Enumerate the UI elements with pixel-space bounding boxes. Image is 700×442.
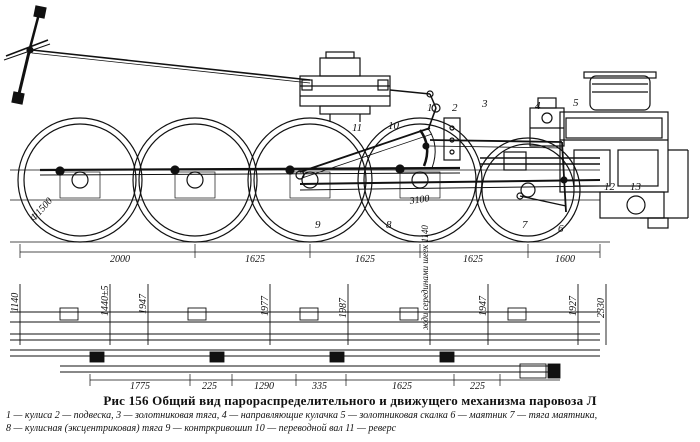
eccentric-rod — [295, 127, 433, 180]
plan-dimension-1625: 1625 — [392, 381, 412, 392]
expansion-link — [418, 103, 441, 169]
figure-caption: Рис 156 Общий вид парораспределительного… — [0, 393, 700, 435]
caption-title: Рис 156 Общий вид парораспределительного… — [103, 393, 597, 408]
rod-length-label: 3100 — [408, 193, 430, 207]
elevation-dimensions: 2000 1625 1625 1625 1600 — [110, 254, 575, 265]
driving-wheel-2 — [132, 117, 258, 243]
part-number-4: 4 — [535, 100, 541, 112]
plan-label-1947-a: 1947 — [138, 293, 149, 314]
plan-dimension-1290: 1290 — [254, 381, 274, 392]
part-number-3: 3 — [481, 98, 488, 110]
plan-label-journal-note: жди серединами шеек 1140 — [420, 225, 430, 330]
part-number-5: 5 — [573, 97, 579, 109]
dome — [583, 71, 657, 111]
coupling-rod — [39, 164, 461, 176]
reverse-lever-handle — [3, 5, 51, 105]
main-rod — [299, 179, 601, 191]
plan-dimension-335: 335 — [311, 381, 327, 392]
dimension-1625-a: 1625 — [245, 254, 265, 265]
part-number-13: 13 — [630, 181, 642, 193]
plan-label-2330: 2330 — [596, 298, 607, 318]
union-link — [516, 192, 567, 207]
part-number-11: 11 — [352, 122, 362, 134]
driving-wheel-3 — [247, 117, 373, 243]
crosshead-guides — [480, 151, 600, 171]
plan-dimension-1775: 1775 — [130, 381, 150, 392]
part-number-6: 6 — [558, 223, 564, 235]
reverse-gear — [299, 51, 431, 122]
part-number-12: 12 — [604, 181, 616, 193]
plan-label-1947-b: 1947 — [478, 295, 489, 316]
elevation-dimension-line — [19, 244, 601, 258]
part-number-2: 2 — [452, 102, 458, 114]
plan-label-1140: 1140 — [10, 293, 21, 312]
dimension-1625-b: 1625 — [355, 254, 375, 265]
plan-vertical-labels: 1140 1440±5 1947 1977 1987 жди серединам… — [10, 225, 607, 330]
part-number-10: 10 — [388, 120, 400, 132]
caption-legend-line-2: 8 — кулисная (эксцентриковая) тяга 9 — к… — [6, 423, 397, 434]
caption-legend-line-1: 1 — кулиса 2 — подвеска, 3 — золотникова… — [6, 410, 598, 421]
dimension-1600: 1600 — [555, 254, 575, 265]
part-number-9: 9 — [315, 219, 321, 231]
combination-lever — [560, 141, 568, 213]
valve-chest — [529, 97, 565, 147]
plan-dimensions: 1775 225 1290 335 1625 225 — [130, 381, 485, 392]
reach-rod — [426, 90, 437, 109]
plan-view — [10, 284, 607, 386]
reverse-rod — [31, 49, 311, 84]
plan-label-1977: 1977 — [260, 295, 271, 316]
plan-label-1927: 1927 — [568, 295, 579, 316]
radius-rod — [429, 139, 563, 149]
plan-label-1440: 1440±5 — [100, 286, 111, 317]
cylinder-block — [559, 111, 689, 229]
plan-dimension-225-b: 225 — [470, 381, 485, 392]
driving-wheel-4 — [357, 117, 483, 243]
part-number-7: 7 — [522, 219, 528, 231]
dimension-1625-c: 1625 — [463, 254, 483, 265]
link-bracket — [443, 117, 461, 161]
part-number-labels: 1 2 3 4 5 6 7 8 9 10 11 12 13 — [315, 97, 642, 235]
plan-dimension-225-a: 225 — [202, 381, 217, 392]
part-number-8: 8 — [386, 219, 392, 231]
plan-label-1987: 1987 — [338, 297, 349, 318]
dimension-2000: 2000 — [110, 254, 130, 265]
part-number-1: 1 — [427, 102, 433, 114]
